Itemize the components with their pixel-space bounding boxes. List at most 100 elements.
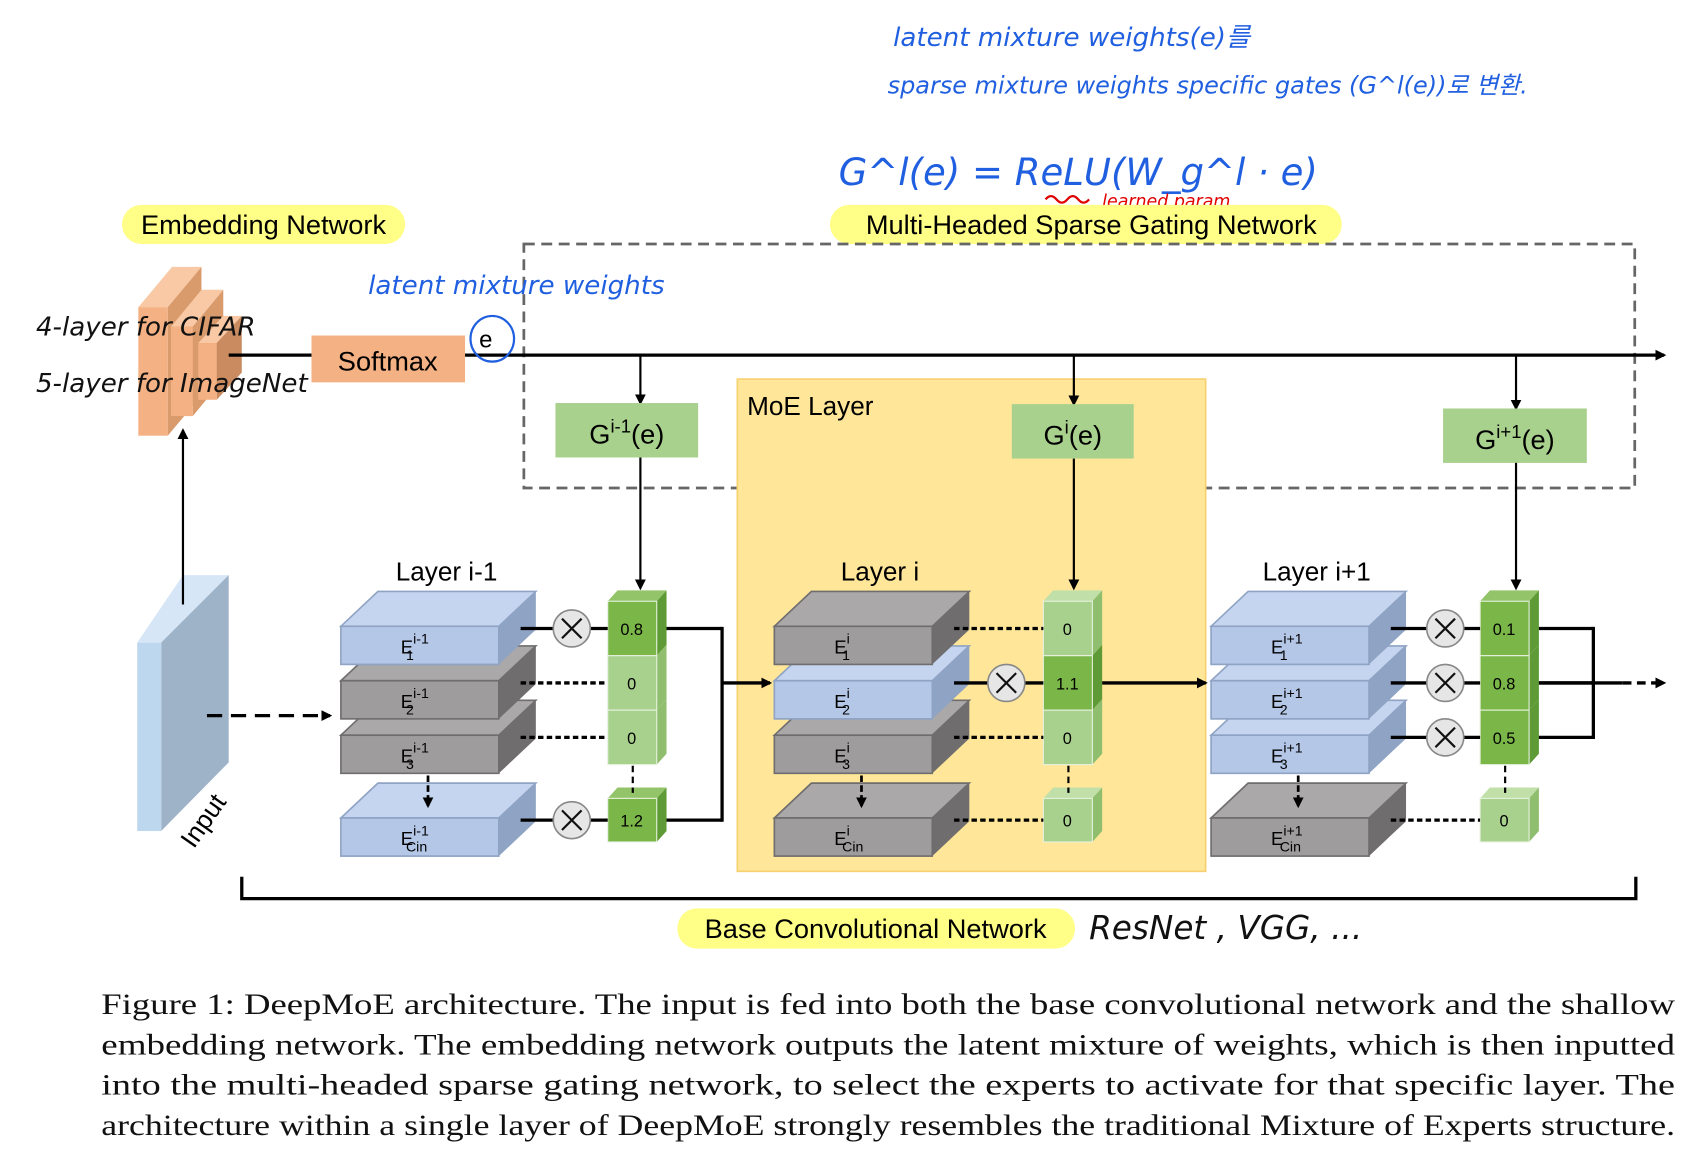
expert-front-face <box>773 625 934 666</box>
expert-letter: E <box>401 745 413 766</box>
expert-superscript: i <box>847 631 850 647</box>
gate-function-box <box>1011 404 1134 459</box>
caption-line-4: architecture within a single layer of De… <box>101 1110 1675 1142</box>
gate-symbol: G <box>1475 424 1496 455</box>
gate-cell: 0.5 <box>1479 699 1539 766</box>
backbones-note: ResNet , VGG, ... <box>1089 909 1362 947</box>
layer-label: Layer i <box>841 557 919 587</box>
expert-letter: E <box>1271 745 1283 766</box>
gate-function-label: Gi+1(e) <box>1475 421 1555 455</box>
gate-cell: 0.1 <box>1479 590 1539 657</box>
gate-cell-side <box>656 644 667 711</box>
expert-side-face <box>498 591 536 665</box>
gate-cell-side <box>1529 699 1539 765</box>
embedding-network-blocks <box>138 266 242 436</box>
gate-symbol: G <box>1043 419 1064 450</box>
gate-value: 0.5 <box>1493 730 1516 748</box>
gate-cell-side <box>1092 699 1103 765</box>
gate-cell: 0 <box>607 699 667 766</box>
expert-letter: E <box>1271 828 1283 849</box>
expert-subscript: 2 <box>842 702 850 718</box>
expert-side-face <box>932 645 970 719</box>
gate-cell-side <box>1092 787 1103 842</box>
expert-subscript: Cin <box>842 839 863 855</box>
expert-superscript: i+1 <box>1283 822 1302 838</box>
gate-cell: 0 <box>607 644 667 711</box>
expert-superscript: i-1 <box>413 631 429 647</box>
imagenet-note: 5-layer for ImageNet <box>36 369 310 399</box>
gate-value: 0 <box>1063 621 1072 639</box>
expert-side-face <box>1369 783 1407 857</box>
expert-side-face <box>498 700 536 774</box>
gate-function-box <box>1443 408 1587 463</box>
gating-network-label: Multi-Headed Sparse Gating Network <box>866 209 1317 240</box>
expert-superscript: i <box>847 822 850 838</box>
gate-value: 0.8 <box>1493 675 1516 693</box>
expert-subscript: 2 <box>406 702 414 718</box>
expert-side-face <box>1369 700 1407 774</box>
expert-subscript: 2 <box>1280 702 1288 718</box>
gate-function-label: Gi-1(e) <box>589 415 664 449</box>
gate-cell-face <box>607 797 658 843</box>
expert-subscript: 1 <box>406 647 414 663</box>
expert-subscript: 1 <box>842 647 850 663</box>
caption-line-3: into the multi-headed sparse gating netw… <box>101 1070 1675 1102</box>
input-block <box>137 575 229 832</box>
softmax-label: Softmax <box>338 345 438 376</box>
expert-superscript: i+1 <box>1283 740 1302 756</box>
embedding-network-label: Embedding Network <box>141 209 386 240</box>
embedding-highlight <box>121 204 406 245</box>
note-line2: sparse mixture weights specific gates (G… <box>888 72 1528 100</box>
gate-cell: 0 <box>1042 787 1103 843</box>
gate-value: 0 <box>1063 813 1072 831</box>
expert-front-face <box>340 679 500 720</box>
gate-value: 0 <box>1063 730 1072 748</box>
gate-cell: 1.1 <box>1042 644 1103 711</box>
expert-letter: E <box>834 828 846 849</box>
expert-superscript: i-1 <box>413 822 429 838</box>
expert-letter: E <box>834 745 846 766</box>
base-network-bracket <box>240 876 1638 901</box>
expert-superscript: i-1 <box>413 685 429 701</box>
gate-cell: 0 <box>1042 699 1103 766</box>
squiggle-underline <box>1044 195 1090 204</box>
expert-letter: E <box>834 637 846 658</box>
gate-cell-side <box>656 590 667 656</box>
latent-weights-note: latent mixture weights <box>368 271 665 301</box>
gate-value: 1.2 <box>620 813 643 831</box>
gate-superscript: i+1 <box>1496 421 1521 442</box>
expert-superscript: i <box>847 685 850 701</box>
caption-line-1: Figure 1: DeepMoE architecture. The inpu… <box>101 989 1676 1021</box>
gate-cell-side <box>1529 590 1539 656</box>
expert-superscript: i-1 <box>413 740 429 756</box>
moe-layer-label: MoE Layer <box>747 391 874 421</box>
expert-subscript: 3 <box>406 756 414 772</box>
expert-subscript: Cin <box>406 839 427 855</box>
gate-cell-top <box>1043 590 1103 602</box>
gate-cell-side <box>656 699 667 765</box>
gate-cell-top <box>607 590 667 602</box>
softmax-box <box>311 335 466 383</box>
expert-side-face <box>1369 591 1407 665</box>
e-label: e <box>479 326 492 353</box>
gate-cell-top <box>607 787 667 799</box>
multiply-icon-cross <box>1434 726 1456 748</box>
gate-value: 1.1 <box>1056 675 1079 693</box>
expert-side-face <box>1369 645 1407 719</box>
expert-superscript: i+1 <box>1283 631 1302 647</box>
